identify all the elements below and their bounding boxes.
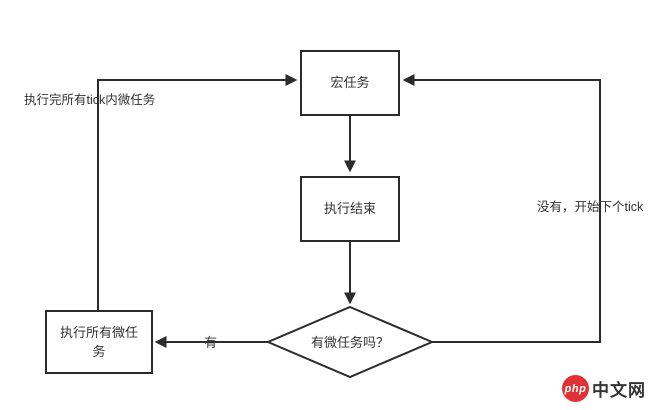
execution-end-label: 执行结束 bbox=[323, 201, 376, 217]
connector-decision-to-macro bbox=[402, 74, 601, 343]
macro-task-label: 宏任务 bbox=[330, 75, 370, 91]
edge-label-yes: 有 bbox=[204, 335, 218, 350]
edge-label-no-next-tick: 没有，开始下个tick bbox=[537, 200, 644, 214]
run-microtasks-label: 执行所有微任务 bbox=[59, 324, 138, 360]
php-logo-badge: php bbox=[562, 375, 589, 402]
site-logo: php 中文网 bbox=[562, 375, 646, 402]
edge-label-after-microtasks: 执行完所有tick内微任务 bbox=[24, 93, 156, 107]
site-logo-text: 中文网 bbox=[592, 381, 646, 400]
node-execution-end: 执行结束 bbox=[300, 176, 400, 242]
node-decision: 有微任务吗？ bbox=[270, 308, 430, 378]
connector-microtasks-to-macro bbox=[97, 74, 298, 310]
node-macro-task: 宏任务 bbox=[300, 50, 400, 116]
node-run-microtasks: 执行所有微任务 bbox=[45, 310, 153, 374]
decision-label: 有微任务吗？ bbox=[310, 335, 389, 351]
decision-diamond-shape bbox=[265, 305, 435, 379]
